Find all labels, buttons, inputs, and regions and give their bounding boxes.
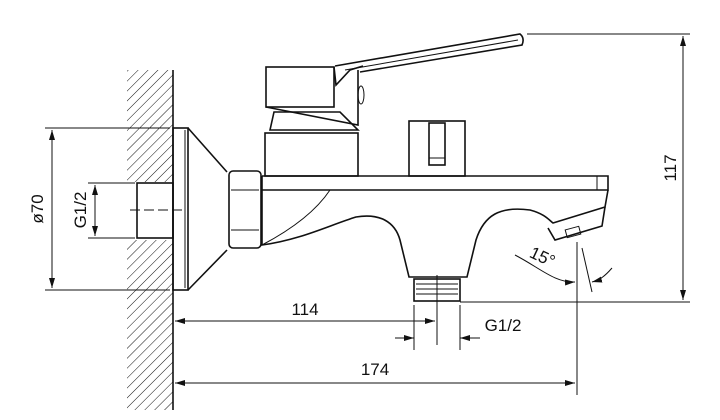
flange-diameter-label: ø70 (28, 194, 47, 223)
outlet-distance-label: 114 (291, 300, 318, 319)
wall-section (127, 70, 182, 410)
total-height-label: 117 (661, 154, 680, 181)
outlet-thread-label: G1/2 (485, 316, 522, 335)
inlet-thread-label: G1/2 (71, 192, 90, 229)
mixer-body (261, 33, 609, 395)
spout-angle-label: 15° (527, 243, 558, 271)
escutcheon (172, 127, 228, 291)
hex-nut (228, 170, 262, 249)
dimension-lines (45, 33, 690, 386)
total-depth-label: 174 (361, 360, 389, 379)
